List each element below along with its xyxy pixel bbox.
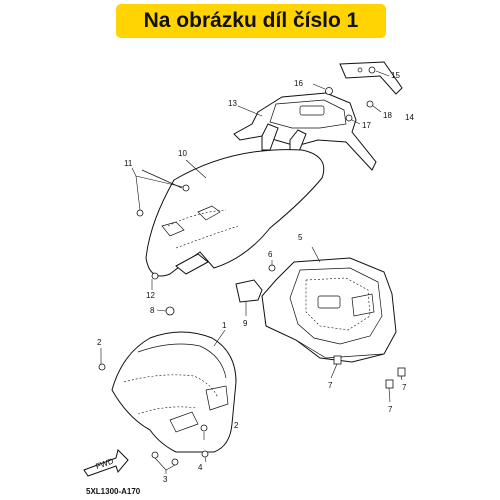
callout-12: 12 (146, 291, 155, 300)
callout-3: 3 (163, 475, 168, 484)
screw-3a (151, 451, 159, 459)
callout-7a: 7 (328, 381, 333, 390)
bolt-6 (268, 260, 276, 272)
callout-9: 9 (243, 319, 248, 328)
clip-7b (385, 379, 394, 403)
callout-5: 5 (298, 233, 303, 242)
callout-1: 1 (222, 321, 227, 330)
bolt-15 (368, 66, 390, 77)
callout-13: 13 (228, 99, 237, 108)
callout-8: 8 (150, 306, 155, 315)
callout-2a: 2 (97, 338, 102, 347)
title-text: Na obrázku díl číslo 1 (143, 9, 359, 32)
plate-bracket-part (339, 61, 403, 95)
front-fender-part (111, 331, 237, 453)
fwd-arrow-icon: FWD (83, 449, 129, 477)
bolt-11b (136, 209, 144, 217)
clip-7a (330, 355, 342, 379)
callout-2b: 2 (234, 421, 239, 430)
screw-3b (171, 458, 179, 466)
bolt-11a (182, 184, 190, 192)
callout-11: 11 (124, 159, 133, 168)
rear-bracket-part (233, 92, 377, 171)
callout-16: 16 (294, 79, 303, 88)
nut-12 (151, 272, 159, 290)
bolt-4 (201, 450, 209, 463)
callout-7c: 7 (388, 405, 393, 414)
clip-7c (397, 367, 406, 381)
bolt-2b (200, 424, 208, 440)
nut-16 (312, 83, 333, 95)
callout-7b: 7 (402, 383, 407, 392)
callout-4: 4 (198, 463, 203, 472)
diagram-code: 5XL1300-A170 (86, 487, 141, 496)
storage-box-part (261, 257, 397, 363)
callout-15: 15 (391, 71, 400, 80)
callout-18: 18 (383, 111, 392, 120)
rear-fender-part (141, 149, 325, 277)
title-banner: Na obrázku díl číslo 1 (116, 4, 386, 38)
callout-10: 10 (178, 149, 187, 158)
callout-14: 14 (405, 113, 414, 122)
latch-part-9 (235, 279, 263, 316)
clip-8 (156, 306, 175, 316)
bolt-2a (98, 348, 106, 371)
bolt-17 (345, 114, 361, 125)
bolt-18 (366, 100, 382, 113)
callout-6: 6 (268, 250, 273, 259)
callout-17: 17 (362, 121, 371, 130)
